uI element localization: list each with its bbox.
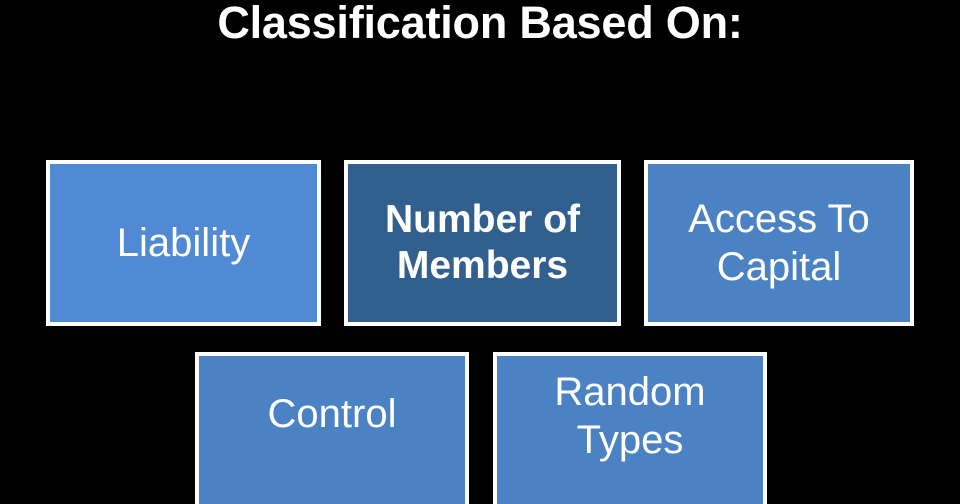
node-access-to-capital[interactable]: Access To Capital bbox=[644, 160, 914, 326]
node-number-of-members-label: Number of Members bbox=[385, 198, 580, 287]
node-control[interactable]: Control bbox=[195, 352, 469, 504]
page-title: Classification Based On: bbox=[217, 0, 743, 48]
node-liability[interactable]: Liability bbox=[46, 160, 321, 326]
node-random-types-label: Random Types bbox=[554, 370, 706, 462]
node-access-to-capital-label: Access To Capital bbox=[688, 197, 870, 289]
node-control-label: Control bbox=[267, 392, 397, 436]
node-random-types[interactable]: Random Types bbox=[493, 352, 767, 504]
node-liability-label: Liability bbox=[116, 221, 251, 265]
node-number-of-members[interactable]: Number of Members bbox=[344, 160, 621, 326]
